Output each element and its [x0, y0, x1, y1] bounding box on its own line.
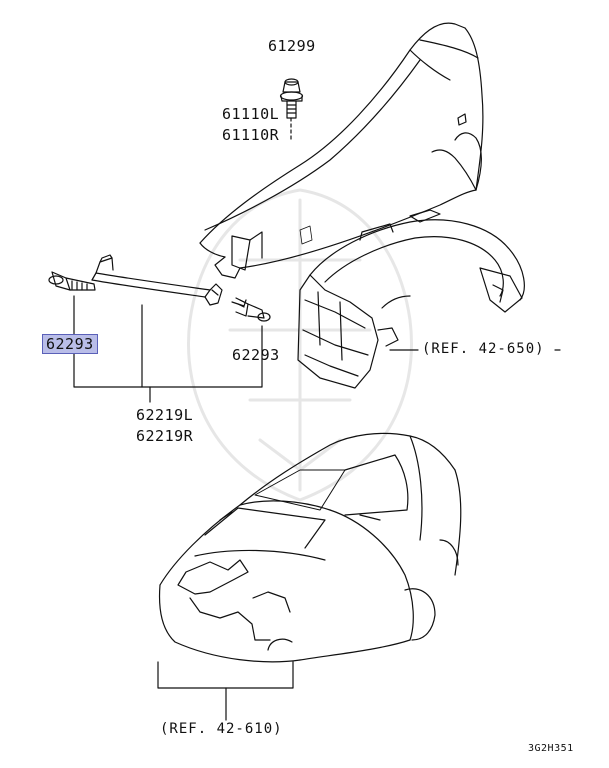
- ref-label-42-610[interactable]: (REF. 42-610): [160, 721, 283, 737]
- vehicle-body-illustration: [158, 432, 462, 663]
- diagram-code: 3G2H351: [528, 743, 574, 754]
- fender-bracket-part: [91, 254, 223, 306]
- part-label-62293-selected[interactable]: 62293: [42, 334, 98, 354]
- part-label-62219l[interactable]: 62219L: [136, 406, 194, 424]
- ref-label-42-650[interactable]: (REF. 42-650): [422, 341, 545, 357]
- callout-lines-ref-42-610: [157, 661, 294, 721]
- watermark-emblem: [187, 188, 413, 502]
- inner-fender-splash-shield: [297, 209, 525, 389]
- bolt-62293-left: [48, 271, 96, 291]
- part-label-61110l[interactable]: 61110L: [222, 105, 280, 123]
- part-label-62219r[interactable]: 62219R: [136, 427, 194, 445]
- part-label-61299[interactable]: 61299: [268, 37, 316, 55]
- bolt-62293-right: [231, 297, 271, 322]
- bolt-61299: [279, 78, 304, 119]
- front-fender-part: [199, 22, 484, 279]
- part-label-62293[interactable]: 62293: [232, 346, 280, 364]
- part-label-61110r[interactable]: 61110R: [222, 126, 280, 144]
